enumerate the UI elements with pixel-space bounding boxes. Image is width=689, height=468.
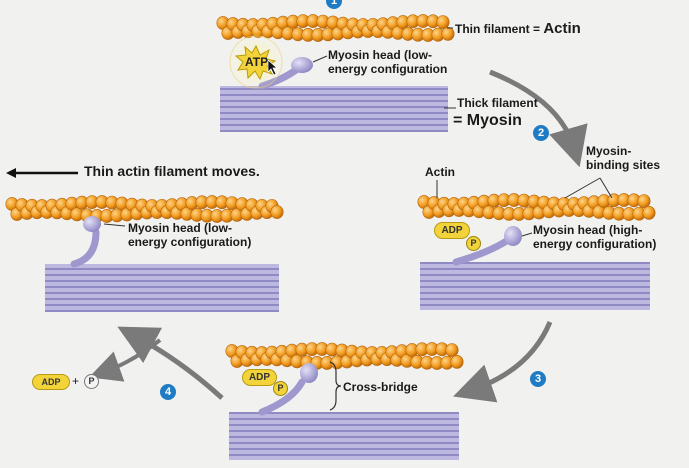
step-badge-4: 4 <box>160 384 176 400</box>
thick-filament-left <box>45 264 279 312</box>
thin-filament-bottom <box>225 342 464 370</box>
actin-bead <box>450 354 464 369</box>
actin-bead <box>270 205 284 219</box>
adp-pill-bottom: ADP <box>242 369 277 386</box>
step-badge-2: 2 <box>533 125 549 141</box>
phosphate-released: P <box>84 374 99 389</box>
thin-filament-top <box>216 14 455 42</box>
phosphate-bottom: P <box>273 381 288 396</box>
step-badge-1: 1 <box>326 0 342 9</box>
actin-bead <box>436 15 450 30</box>
cycle-arrow-2-3 <box>453 321 553 403</box>
binding-sites-label: Myosin- binding sites <box>586 144 661 173</box>
thick-filament-bottom <box>229 412 459 460</box>
adp-released: ADP <box>32 374 70 390</box>
atp-burst-icon <box>234 44 277 81</box>
thin-filament-right <box>417 193 656 221</box>
actin-bead <box>445 343 459 358</box>
thick-filament-top <box>220 86 448 132</box>
thick-filament-label: Thick filament <box>457 96 538 110</box>
thin-filament-moves-label: Thin actin filament moves. <box>84 163 260 179</box>
actin-bead <box>642 205 656 220</box>
thin-filament-label: Thin filament = Actin <box>455 20 581 37</box>
myosin-head-low-label-left: Myosin head (low- energy configuration) <box>128 221 252 250</box>
plus-sign: + <box>72 374 80 388</box>
phosphate-right: P <box>466 236 481 251</box>
cross-bridge-label: Cross-bridge <box>343 380 418 394</box>
myosin-head-left <box>70 216 101 268</box>
myosin-label: = Myosin <box>453 112 522 129</box>
cursor-icon <box>267 59 278 76</box>
adp-pill-right: ADP <box>434 222 470 239</box>
actin-emphasis: Actin <box>543 20 581 37</box>
release-arrow <box>88 338 162 382</box>
cycle-arrow-3-4 <box>117 326 224 400</box>
myosin-head-low-label-top: Myosin head (low- energy configuration <box>328 48 448 77</box>
thin-filament-left <box>5 195 284 223</box>
myosin-head-high-label: Myosin head (high- energy configuration) <box>533 223 657 252</box>
step-badge-3: 3 <box>530 371 546 387</box>
atp-label: ATP <box>245 55 269 69</box>
thick-filament-right <box>420 262 650 310</box>
myosin-head-bottom <box>258 363 318 416</box>
cycle-arrow-1-2 <box>489 69 588 168</box>
actin-bead <box>637 194 651 209</box>
actin-bead <box>441 26 455 41</box>
myosin-head-right <box>452 226 522 266</box>
actin-label: Actin <box>425 165 455 179</box>
